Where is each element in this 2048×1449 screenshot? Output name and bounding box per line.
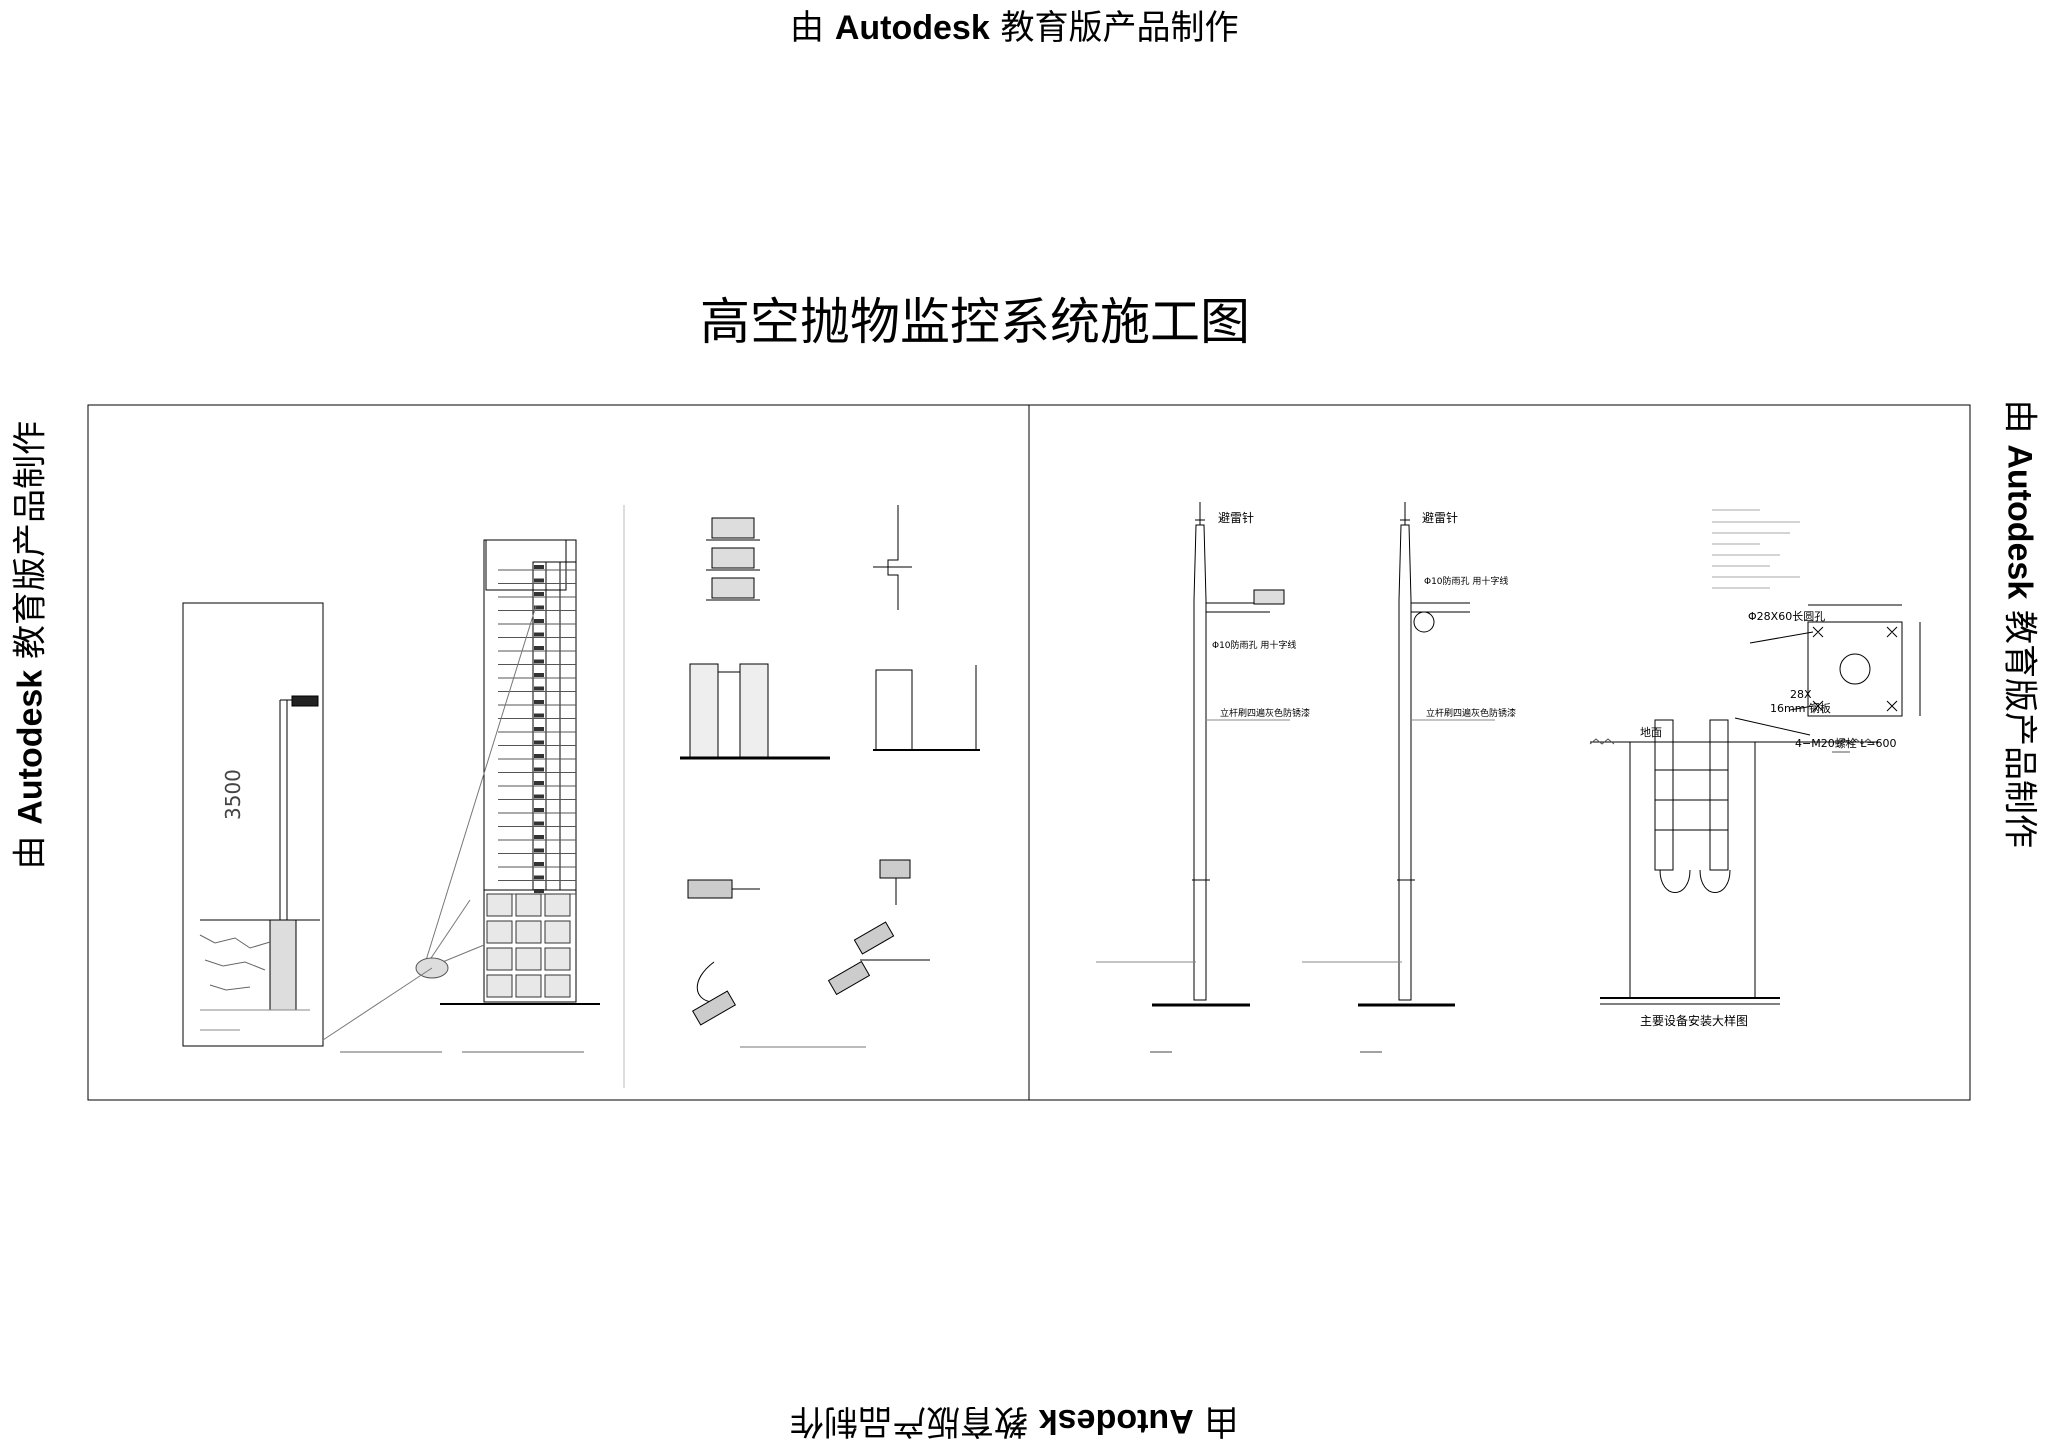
- base-plate-plan: [1749, 604, 1921, 717]
- lower-floor-window: [544, 893, 571, 917]
- watermark-top: 由 Autodesk 教育版产品制作: [790, 8, 1239, 48]
- balcony-mark: [534, 794, 544, 799]
- hole-note-1: Φ10防雨孔 用十字线: [1212, 639, 1296, 651]
- balcony-mark: [534, 578, 544, 583]
- balcony-mark: [534, 632, 544, 637]
- height-3500-label: 3500: [221, 769, 245, 820]
- balcony-mark: [534, 875, 544, 880]
- pole-note-1: 立杆刷四遍灰色防锈漆: [1220, 707, 1310, 719]
- lower-floor-window: [515, 974, 542, 998]
- balcony-mark: [534, 808, 544, 812]
- hole-note-2: Φ10防雨孔 用十字线: [1424, 575, 1508, 587]
- balcony-mark: [534, 592, 544, 596]
- balcony-mark: [534, 646, 544, 650]
- balcony-mark: [534, 889, 544, 893]
- building-elevation: [322, 539, 600, 1041]
- lower-floor-window: [486, 947, 513, 971]
- ground-label: 地面: [1640, 726, 1662, 739]
- balcony-mark: [534, 565, 544, 569]
- balcony-mark: [534, 713, 544, 718]
- balcony-mark: [534, 821, 544, 826]
- bolt-spec-label: 4−M20螺栓 L=600: [1795, 736, 1897, 750]
- mounting-details: [680, 505, 980, 1026]
- balcony-mark: [534, 781, 544, 785]
- detail-caption: 主要设备安装大样图: [1640, 1013, 1748, 1028]
- balcony-mark: [534, 767, 544, 772]
- notes-block: [1712, 509, 1800, 589]
- balcony-mark: [534, 754, 544, 758]
- balcony-mark: [534, 700, 544, 704]
- lightning-rod-label-2: 避雷针: [1422, 510, 1458, 525]
- balcony-mark: [534, 605, 544, 610]
- lower-floor-window: [486, 920, 513, 944]
- balcony-mark: [534, 659, 544, 664]
- balcony-mark: [534, 835, 544, 839]
- balcony-mark: [534, 673, 544, 677]
- lightning-rod-label-1: 避雷针: [1218, 510, 1254, 525]
- balcony-mark: [534, 862, 544, 866]
- page-title: 高空抛物监控系统施工图: [700, 293, 1250, 351]
- balcony-mark: [534, 619, 544, 623]
- balcony-mark: [534, 740, 544, 745]
- pole-note-2: 立杆刷四遍灰色防锈漆: [1426, 707, 1516, 719]
- anchor-hole-label: Φ28X60长圆孔: [1748, 610, 1825, 623]
- section-detail: [182, 602, 324, 1047]
- balcony-mark: [534, 848, 544, 853]
- lower-floor-window: [544, 920, 571, 944]
- lower-floor-window: [486, 893, 513, 917]
- plate-thickness-label: 16mm 钢板: [1770, 701, 1831, 715]
- balcony-mark: [534, 686, 544, 691]
- lower-floor-window: [544, 974, 571, 998]
- lower-floor-window: [515, 893, 542, 917]
- plate-28x-label: 28X: [1790, 688, 1812, 701]
- lower-floor-window: [515, 920, 542, 944]
- pole-elevations: [1096, 502, 1495, 1007]
- lower-floor-window: [486, 974, 513, 998]
- balcony-mark: [534, 727, 544, 731]
- lower-floor-window: [515, 947, 542, 971]
- lower-floor-window: [544, 947, 571, 971]
- foundation-section: [1589, 717, 1880, 1005]
